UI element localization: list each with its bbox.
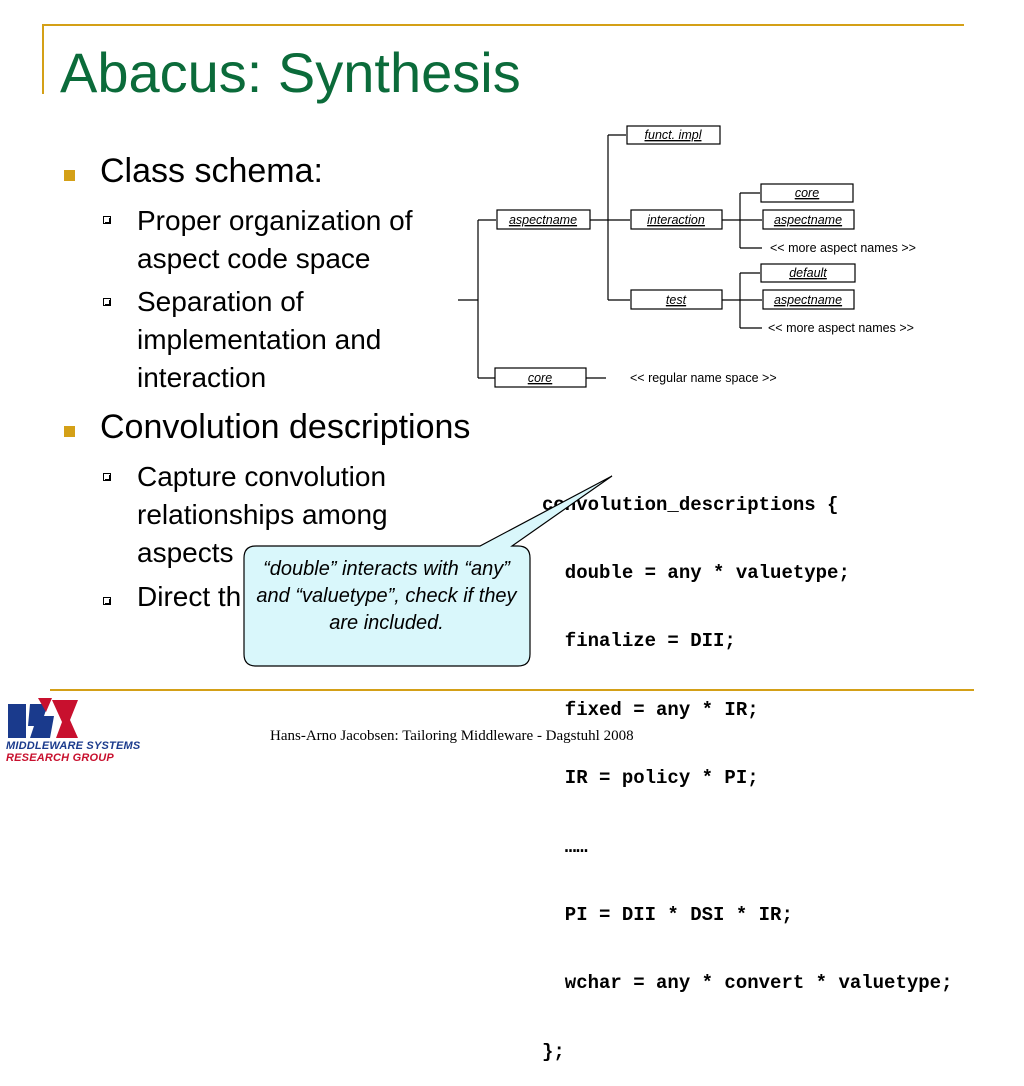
sub-bullet-direct: Direct th [137, 581, 242, 612]
box-aspectname-inter [762, 209, 855, 230]
sub-bullet-box [103, 298, 111, 306]
label-interaction: interaction [647, 213, 705, 227]
sub-bullet-box [103, 597, 111, 605]
bullet-square [64, 170, 75, 181]
label-aspectname-root: aspectname [509, 213, 577, 227]
code-line: finalize = DII; [542, 630, 736, 653]
box-interaction [630, 209, 723, 230]
sub-bullet-capture: Capture convolution relationships among … [137, 461, 388, 568]
footer-text: Hans-Arno Jacobsen: Tailoring Middleware… [270, 728, 634, 744]
bullet-square [64, 426, 75, 437]
code-line: double = any * valuetype; [542, 561, 850, 584]
box-core-bottom [494, 367, 587, 388]
regular-name-space: << regular name space >> [630, 371, 777, 385]
label-core-top: core [795, 186, 819, 200]
code-line: …… [542, 835, 588, 858]
callout-bubble [243, 475, 613, 667]
code-line: convolution_descriptions { [542, 493, 839, 516]
sub-bullet-box [103, 473, 111, 481]
label-aspectname-test: aspectname [774, 293, 842, 307]
label-test: test [666, 293, 687, 307]
sub-bullet-separation: Separation of implementation and interac… [137, 286, 382, 393]
label-funct-impl: funct. impl [645, 128, 703, 142]
box-test [630, 289, 723, 310]
logo-text-line1: MIDDLEWARE SYSTEMS [6, 740, 141, 752]
label-core-bottom: core [528, 371, 552, 385]
box-core-top [760, 183, 854, 203]
more-aspect-names-1: << more aspect names >> [770, 241, 916, 255]
box-default [760, 263, 856, 283]
label-default: default [789, 266, 827, 280]
code-line: fixed = any * IR; [542, 698, 759, 721]
code-line: IR = policy * PI; [542, 767, 759, 790]
code-line: PI = DII * DSI * IR; [542, 903, 793, 926]
bullet-class-schema: Class schema: [100, 152, 323, 190]
sub-bullet-organization: Proper organization of aspect code space [137, 205, 413, 274]
code-line: wchar = any * convert * valuetype; [542, 972, 953, 995]
box-aspectname-root [496, 209, 591, 230]
box-funct-impl [626, 125, 721, 145]
bottom-rule [50, 689, 974, 691]
label-aspectname-inter: aspectname [774, 213, 842, 227]
slide-title: Abacus: Synthesis [60, 41, 521, 104]
logo-text-line2: RESEARCH GROUP [6, 752, 114, 764]
msrg-logo-icon [8, 698, 78, 740]
class-schema-diagram: funct. impl core aspectname interaction … [458, 125, 916, 388]
callout-text: “double” interacts with “any” and “value… [256, 558, 517, 634]
bullet-convolution: Convolution descriptions [100, 408, 471, 446]
more-aspect-names-2: << more aspect names >> [768, 321, 914, 335]
sub-bullet-box [103, 216, 111, 224]
top-rule [44, 24, 964, 26]
left-rule [42, 24, 44, 94]
box-aspectname-test [762, 289, 855, 310]
code-line: }; [542, 1040, 565, 1063]
